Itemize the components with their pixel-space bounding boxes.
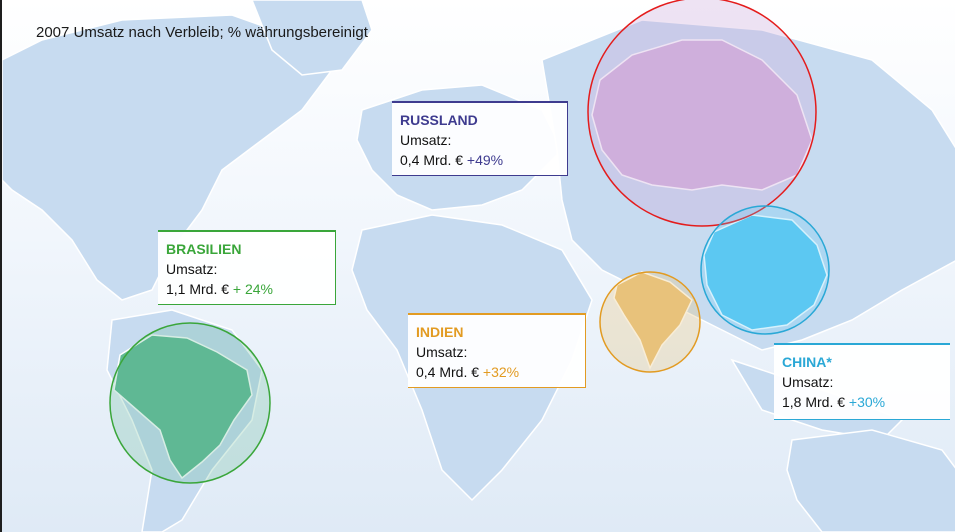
china-growth: +30% — [848, 394, 886, 410]
brasilien-label: BRASILIEN Umsatz: 1,1 Mrd. € + 24% — [158, 230, 336, 305]
north-america-landmass — [2, 14, 333, 301]
greenland-landmass — [251, 0, 373, 76]
china-value: 1,8 Mrd. € — [782, 394, 846, 410]
indien-umsatz-label: Umsatz: — [416, 344, 468, 360]
indien-value: 0,4 Mrd. € — [416, 364, 480, 380]
indien-growth: +32% — [482, 364, 520, 380]
china-label: CHINA* Umsatz: 1,8 Mrd. € +30% — [774, 343, 950, 420]
china-name: CHINA* — [782, 354, 832, 370]
russia-shape — [591, 39, 813, 191]
indien-label: INDIEN Umsatz: 0,4 Mrd. € +32% — [408, 313, 586, 388]
map-caption: 2007 Umsatz nach Verbleib; % währungsber… — [36, 24, 368, 41]
china-umsatz-label: Umsatz: — [782, 374, 834, 390]
brasilien-name: BRASILIEN — [166, 241, 242, 257]
china-shape — [703, 214, 828, 331]
russland-umsatz-line: 0,4 Mrd. € +49% — [400, 150, 559, 170]
china-umsatz-line: 1,8 Mrd. € +30% — [782, 392, 942, 412]
australia-landmass — [786, 429, 955, 532]
brasilien-highlight-circle — [109, 322, 271, 484]
russland-label: RUSSLAND Umsatz: 0,4 Mrd. € +49% — [392, 101, 568, 176]
brasilien-growth: + 24% — [232, 281, 274, 297]
indien-highlight-circle — [599, 271, 701, 373]
india-shape — [613, 271, 693, 370]
indien-name: INDIEN — [416, 324, 464, 340]
russland-highlight-circle — [587, 0, 817, 227]
china-highlight-circle — [700, 205, 830, 335]
russland-value: 0,4 Mrd. € — [400, 152, 464, 168]
brazil-shape — [113, 334, 253, 480]
russland-name: RUSSLAND — [400, 112, 478, 128]
indien-umsatz-line: 0,4 Mrd. € +32% — [416, 362, 577, 382]
russland-growth: +49% — [466, 152, 504, 168]
russland-umsatz-label: Umsatz: — [400, 132, 452, 148]
brasilien-value: 1,1 Mrd. € — [166, 281, 230, 297]
brasilien-umsatz-label: Umsatz: — [166, 261, 218, 277]
brasilien-umsatz-line: 1,1 Mrd. € + 24% — [166, 279, 327, 299]
